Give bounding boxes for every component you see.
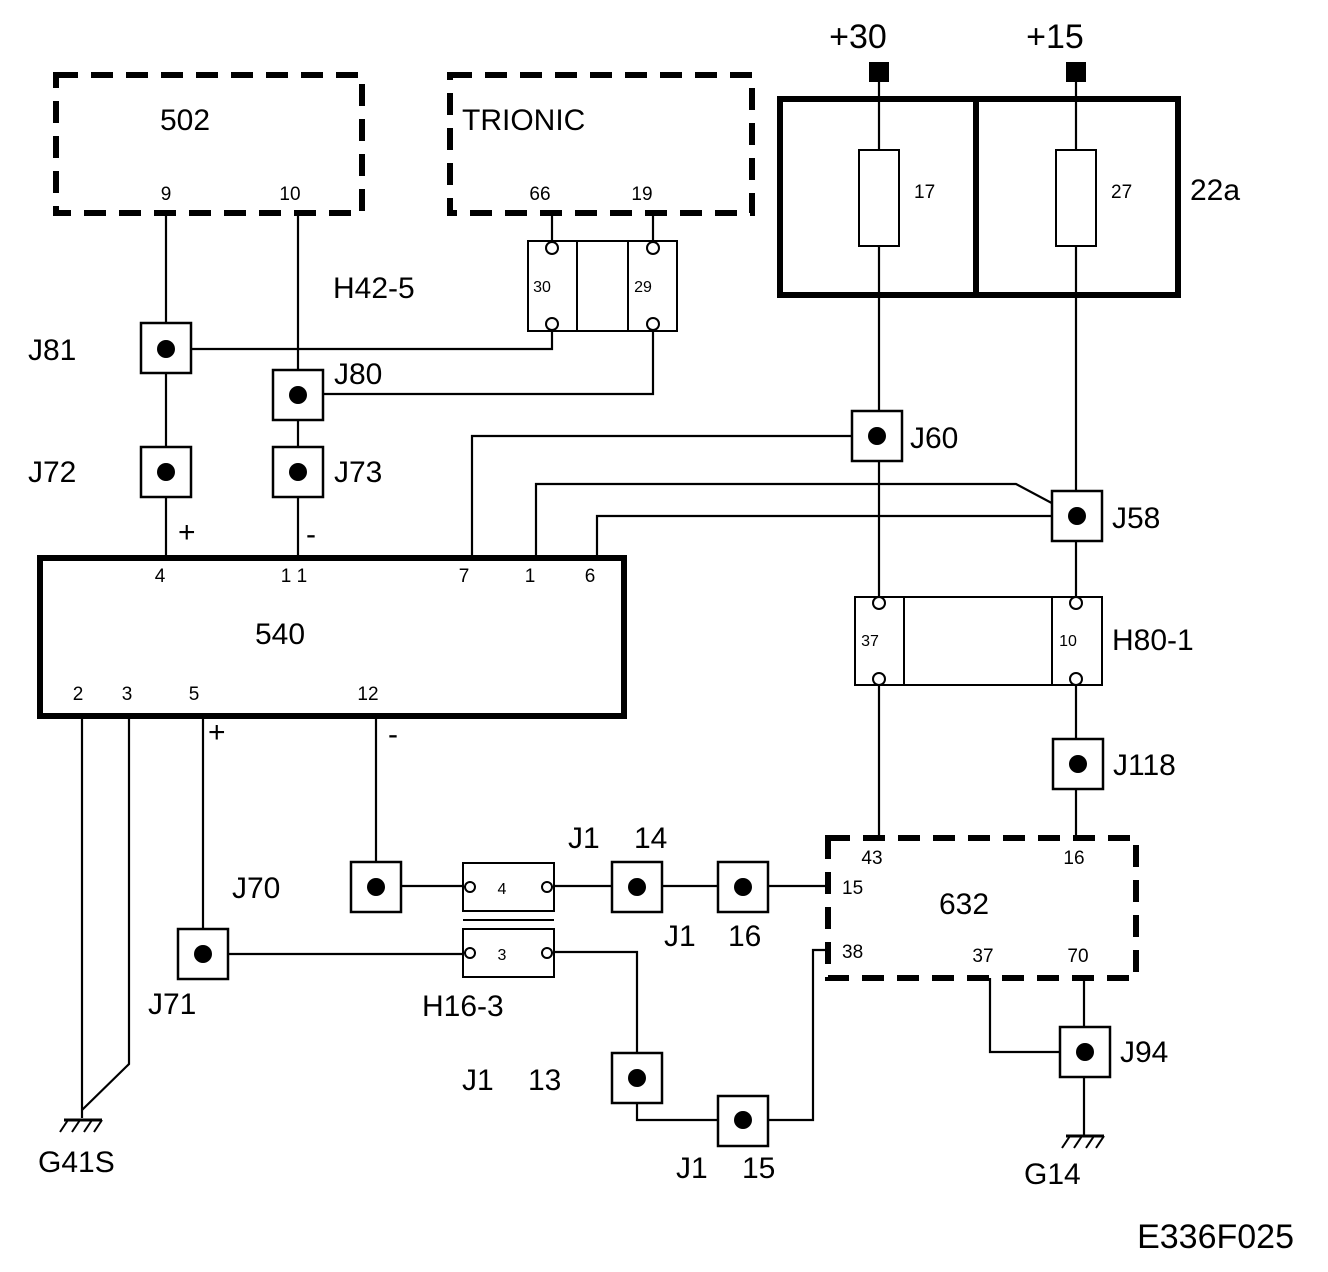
pin-h42-29: 29 — [634, 279, 652, 296]
junction-label-j73: J73 — [334, 456, 382, 489]
power-label-30: +30 — [829, 18, 887, 56]
wire-j60-540-7 — [470, 434, 879, 558]
junction-label-j1-14-b: 14 — [634, 822, 667, 855]
junction-j70: J70 — [232, 860, 403, 914]
junction-label-j1-15-a: J1 — [676, 1152, 708, 1185]
pin-632-16: 16 — [1063, 848, 1084, 869]
wire-j58-540-1 — [534, 482, 1077, 558]
unit-label-trionic: TRIONIC — [462, 104, 585, 137]
unit-632: 632 43 16 15 38 37 70 — [825, 835, 1139, 981]
power-terminal-15: +15 — [1026, 18, 1086, 82]
ground-label-g14: G14 — [1024, 1158, 1081, 1191]
junction-label-j1-15-b: 15 — [742, 1152, 775, 1185]
pin-540-7: 7 — [459, 566, 470, 587]
pin-540-4: 4 — [155, 566, 166, 587]
polarity-minus-540-12: - — [388, 718, 398, 751]
pin-540-2: 2 — [73, 684, 84, 705]
pin-540-6: 6 — [585, 566, 596, 587]
power-terminal-30: +30 — [829, 18, 889, 82]
pin-502-10: 10 — [279, 184, 300, 205]
junction-label-j58: J58 — [1112, 502, 1160, 535]
junction-label-j1-14-a: J1 — [568, 822, 600, 855]
junction-j81: J81 — [28, 321, 193, 375]
connector-label-h80: H80-1 — [1112, 624, 1194, 657]
junction-label-j1-16-a: J1 — [664, 920, 696, 953]
power-label-15: +15 — [1026, 18, 1084, 56]
wire-j58-540-6 — [595, 514, 1076, 558]
pin-540-3: 3 — [122, 684, 133, 705]
pin-502-9: 9 — [161, 184, 172, 205]
junction-j72: J72 — [28, 445, 193, 499]
fusebox-label: 22a — [1190, 174, 1240, 207]
polarity-plus-540-4: + — [178, 516, 196, 549]
connector-h80-1: 37 10 H80-1 — [854, 596, 1194, 686]
pin-632-43: 43 — [861, 848, 882, 869]
junction-label-j118: J118 — [1113, 749, 1176, 782]
pin-540-11: 1 1 — [281, 566, 307, 587]
unit-label-540: 540 — [255, 618, 305, 651]
pin-540-1: 1 — [525, 566, 536, 587]
pin-540-12: 12 — [357, 684, 378, 705]
junction-label-j94: J94 — [1120, 1036, 1168, 1069]
junction-j1-16: J1 16 — [664, 860, 770, 953]
unit-502: 502 9 10 — [53, 72, 365, 216]
junction-label-j81: J81 — [28, 334, 76, 367]
junction-label-j60: J60 — [910, 422, 958, 455]
junction-label-j71: J71 — [148, 988, 196, 1021]
wire-h42-29-j80 — [298, 324, 655, 396]
pin-540-5: 5 — [189, 684, 200, 705]
junction-j1-14: J1 14 — [568, 822, 667, 914]
connector-label-h16: H16-3 — [422, 990, 504, 1023]
polarity-minus-540-11: - — [306, 518, 316, 551]
unit-540: 540 4 1 1 7 1 6 2 3 5 12 — [37, 555, 627, 719]
junction-label-j1-13-a: J1 — [462, 1064, 494, 1097]
pin-h16-3: 3 — [498, 947, 507, 964]
wire-632-37-j94 — [988, 978, 1084, 1054]
junction-j71: J71 — [148, 927, 230, 1021]
ground-g14-icon: G14 — [1024, 1134, 1105, 1191]
junction-j94: J94 — [1058, 1025, 1168, 1079]
junction-label-j80: J80 — [334, 358, 382, 391]
wire-540-3-gnd — [81, 716, 131, 1111]
connector-h42-5: 30 29 H42-5 — [333, 240, 678, 332]
junction-label-j1-16-b: 16 — [728, 920, 761, 953]
pin-trionic-19: 19 — [631, 184, 652, 205]
junction-label-j72: J72 — [28, 456, 76, 489]
pin-trionic-66: 66 — [529, 184, 550, 205]
junction-label-j1-13-b: 13 — [528, 1064, 561, 1097]
unit-label-632: 632 — [939, 888, 989, 921]
pin-632-38: 38 — [842, 942, 863, 963]
junction-j1-15: J1 15 — [676, 1094, 775, 1185]
pin-h80-37: 37 — [861, 633, 879, 650]
pin-h16-4: 4 — [498, 881, 507, 898]
ground-label-g41s: G41S — [38, 1146, 115, 1179]
junction-j60: J60 — [850, 409, 958, 463]
unit-label-502: 502 — [160, 104, 210, 137]
fuse-27-icon — [1055, 149, 1097, 247]
junction-label-j70: J70 — [232, 872, 280, 905]
junction-j58: J58 — [1050, 489, 1160, 543]
connector-h16-3: 4 3 H16-3 — [422, 862, 555, 1023]
pin-h80-10: 10 — [1059, 633, 1077, 650]
wire-h16-3-632 — [552, 948, 828, 1122]
polarity-plus-540-5: + — [208, 716, 226, 749]
fusebox-22a: 17 27 22a — [777, 96, 1240, 298]
connector-label-h42: H42-5 — [333, 272, 415, 305]
unit-trionic: TRIONIC 66 19 — [447, 72, 755, 216]
fuse-label-27: 27 — [1111, 182, 1132, 203]
wire-h42-30-j81 — [166, 324, 554, 351]
pin-632-15: 15 — [842, 878, 863, 899]
pin-632-70: 70 — [1067, 946, 1088, 967]
junction-j118: J118 — [1051, 737, 1176, 791]
ground-g41s-icon: G41S — [38, 1118, 115, 1179]
pin-h42-30: 30 — [533, 279, 551, 296]
junction-j1-13: J1 13 — [462, 1051, 664, 1105]
junction-j73: J73 — [271, 445, 382, 499]
pin-632-37: 37 — [972, 946, 993, 967]
diagram-reference: E336F025 — [1137, 1218, 1294, 1256]
fuse-label-17: 17 — [914, 182, 935, 203]
junction-j80: J80 — [271, 358, 382, 422]
fuse-17-icon — [858, 149, 900, 247]
